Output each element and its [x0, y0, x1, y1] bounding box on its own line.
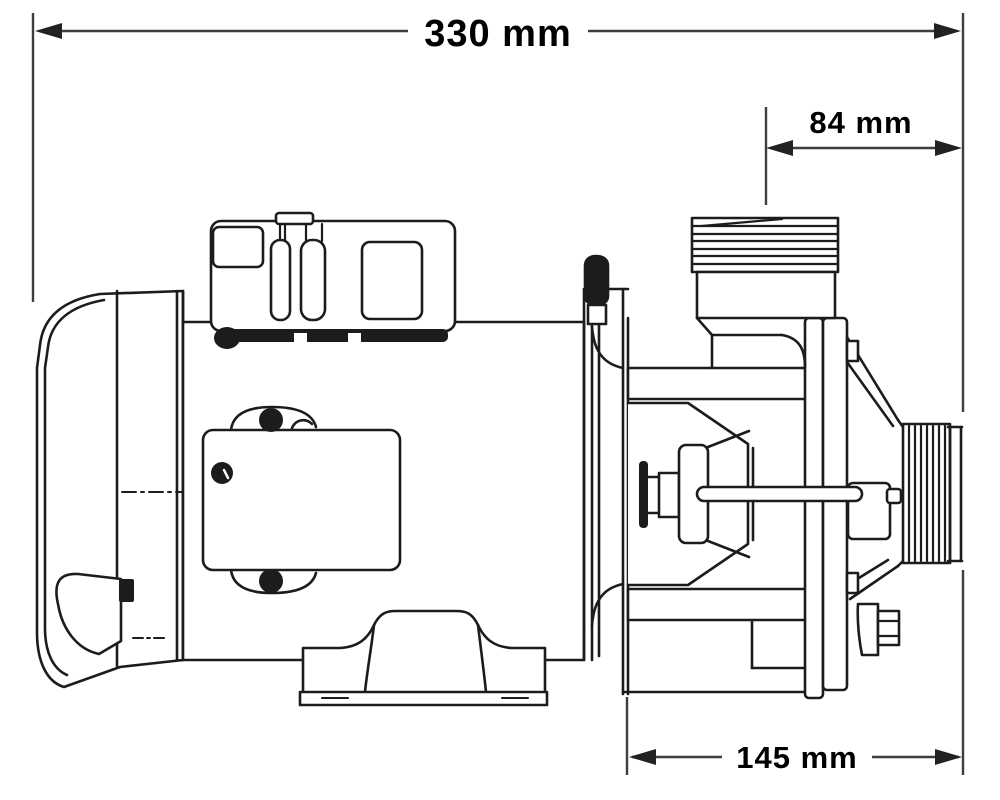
motor-end-cap — [35, 289, 206, 689]
discharge-port — [690, 216, 840, 370]
screw-icon — [259, 408, 283, 432]
arrowhead-left-icon — [766, 140, 793, 156]
motor-nameplate — [201, 405, 402, 595]
bolt-icon — [845, 571, 860, 595]
screw-icon — [259, 569, 283, 593]
dim-label-wet-end-length: 145 mm — [736, 740, 857, 775]
base-plate — [298, 690, 549, 707]
drain-plug — [856, 602, 901, 657]
shaft-key — [639, 461, 648, 528]
screw-icon — [214, 327, 240, 349]
motor-bracket — [582, 287, 630, 662]
motor-base — [298, 609, 549, 707]
suction-threads — [901, 422, 952, 565]
dimension-wet-end-length: 145 mm — [629, 740, 962, 775]
junction-box — [209, 211, 457, 349]
arrowhead-right-icon — [935, 749, 962, 765]
terminal-slot — [299, 238, 327, 322]
junction-box-flange — [223, 329, 448, 342]
shaft-hub — [639, 429, 751, 559]
capacitor-bump — [55, 572, 123, 656]
screw-icon — [211, 462, 233, 484]
bolt-icon — [845, 339, 860, 363]
dim-label-port-offset: 84 mm — [809, 105, 912, 140]
arrowhead-left-icon — [629, 749, 656, 765]
pump-drawing — [35, 211, 964, 707]
bottom-tie-bar — [626, 587, 809, 622]
bleed-valve — [583, 254, 610, 326]
arrowhead-right-icon — [935, 140, 962, 156]
suction-port — [845, 335, 964, 601]
arrowhead-left-icon — [35, 23, 62, 39]
discharge-collar — [695, 270, 837, 320]
suction-port-face — [946, 425, 964, 563]
terminal-slot — [269, 238, 292, 322]
junction-box-tab — [274, 211, 315, 226]
top-tie-bar — [626, 366, 809, 401]
dimension-port-offset: 84 mm — [766, 105, 962, 156]
dimension-extension-lines — [31, 13, 965, 775]
arrowhead-right-icon — [934, 23, 961, 39]
dim-label-overall-length: 330 mm — [424, 13, 572, 55]
junction-box-window — [360, 240, 424, 321]
clamp-band — [803, 316, 849, 700]
junction-box-step — [211, 225, 265, 269]
dimension-overall-length: 330 mm — [35, 13, 961, 55]
pump-shaft — [695, 485, 864, 503]
